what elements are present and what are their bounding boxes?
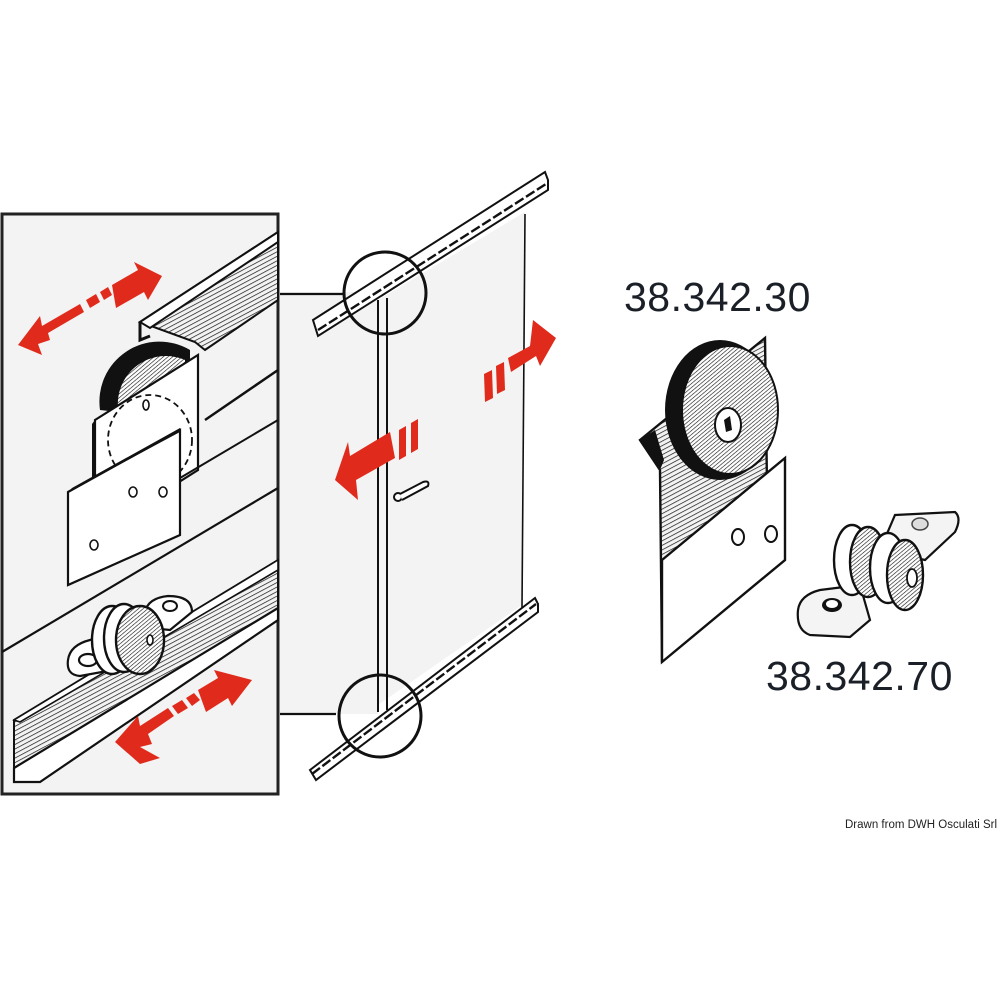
double-arrow-icon (115, 670, 252, 764)
handle-icon (393, 480, 430, 502)
bottom-rail-detail (12, 558, 280, 784)
top-rail-detail (1, 230, 279, 653)
product-code-top: 38.342.30 (624, 274, 811, 320)
door-overview (280, 170, 549, 782)
magnifier-circle-top (342, 250, 428, 336)
arrow-left-icon (335, 419, 418, 500)
magnifier-circle-bottom (337, 673, 423, 759)
arrow-right-icon (484, 320, 556, 402)
product-code-bottom: 38.342.70 (766, 653, 953, 699)
double-arrow-icon (18, 262, 162, 355)
product-38-342-30-illustration (638, 335, 787, 665)
credit-text: Drawn from DWH Osculati Srl (845, 819, 998, 831)
product-38-342-70-illustration (796, 510, 960, 639)
